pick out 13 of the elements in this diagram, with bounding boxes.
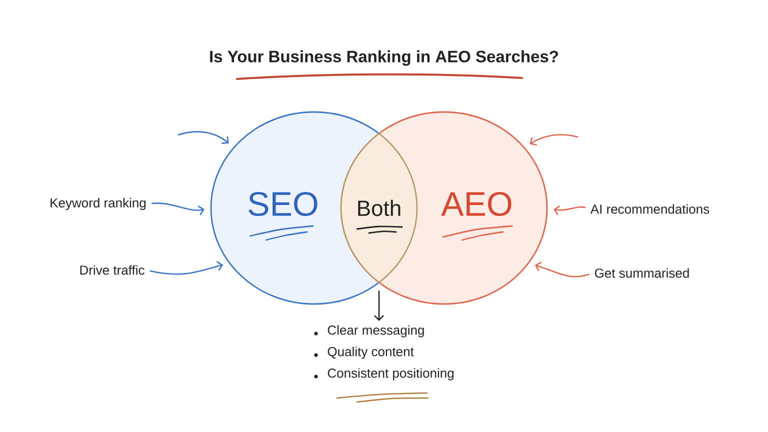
bullet-list: Clear messaging Quality content Consistent positioning bbox=[328, 325, 454, 380]
label: Get summarised bbox=[594, 268, 689, 278]
title: Is Your Business Ranking in AEO Searches? bbox=[210, 50, 558, 66]
arrow bbox=[150, 261, 224, 275]
arrow bbox=[152, 202, 204, 216]
label: Drive traffic bbox=[80, 265, 144, 275]
arrow bbox=[554, 206, 586, 216]
label: AI recommendations bbox=[590, 204, 710, 214]
arrow bbox=[534, 262, 590, 278]
overlap-region: Both bbox=[340, 132, 418, 284]
arrow bbox=[178, 131, 229, 144]
label: Keyword ranking bbox=[50, 198, 146, 210]
arrow bbox=[530, 134, 578, 146]
